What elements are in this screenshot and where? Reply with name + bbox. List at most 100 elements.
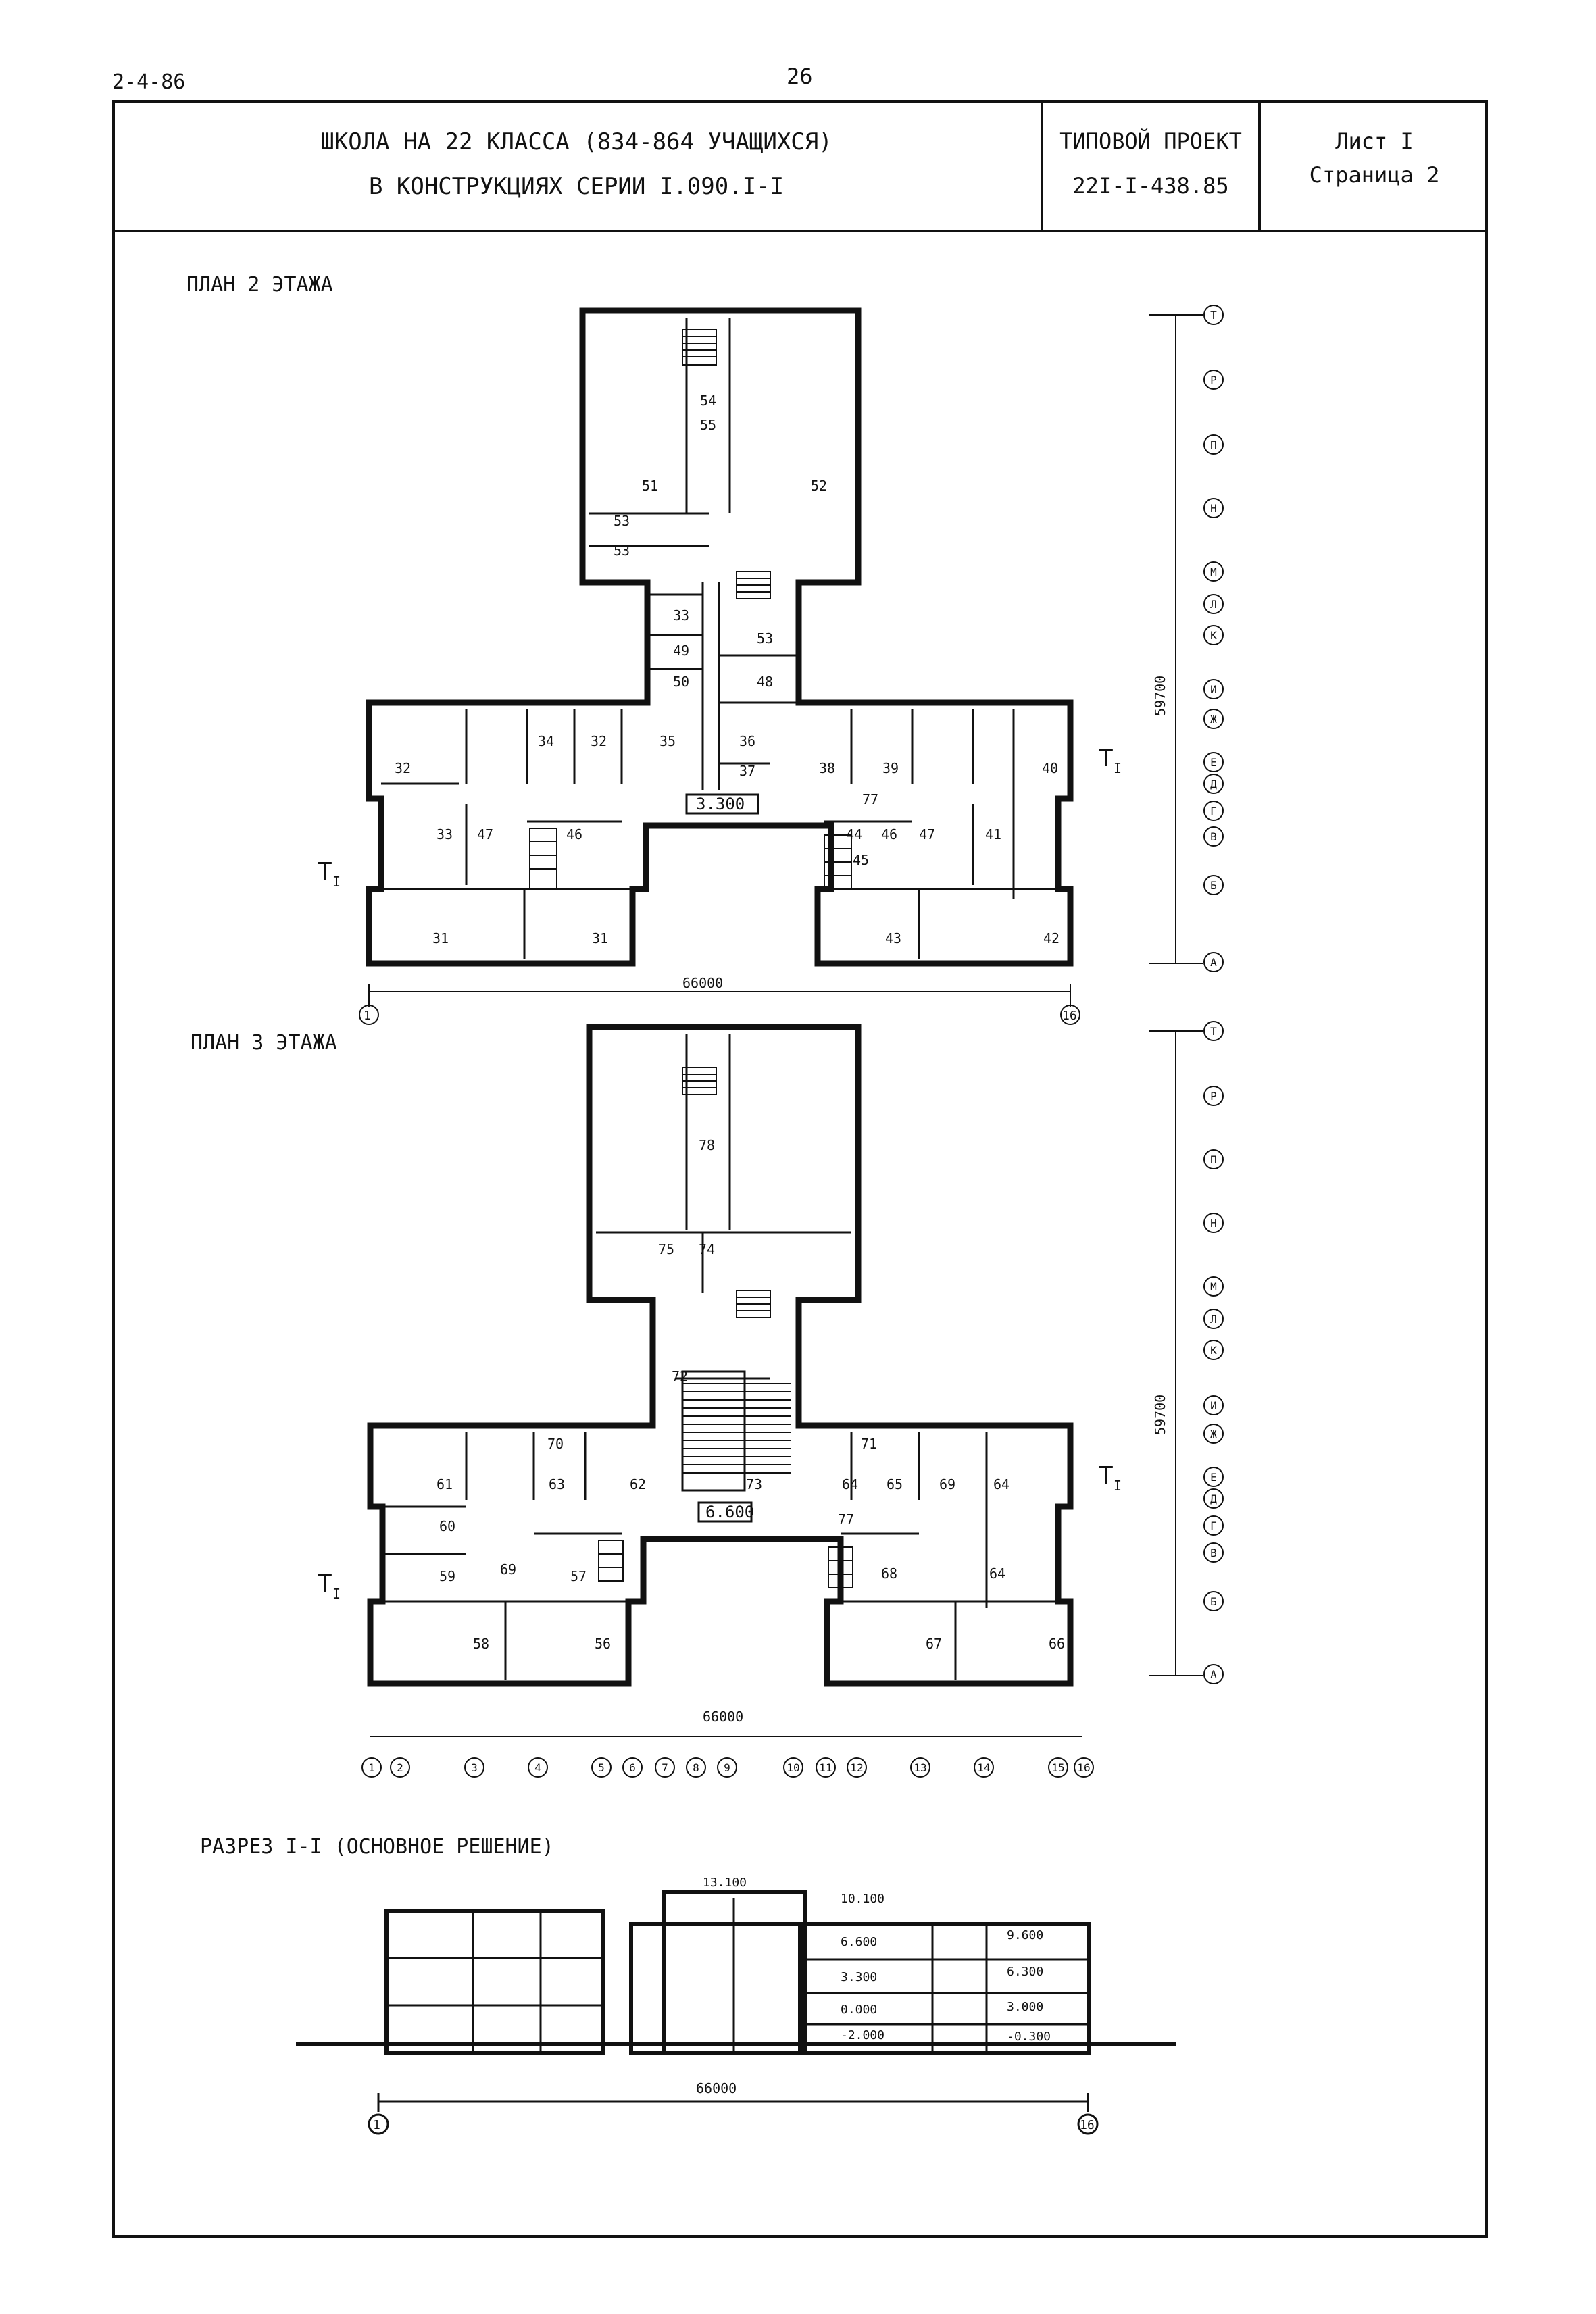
axis-letter: К	[1210, 1344, 1217, 1357]
axis-number: 5	[598, 1761, 605, 1774]
axis-letter-bubble	[1203, 1395, 1224, 1415]
room-label: 70	[547, 1436, 564, 1452]
room-label: 37	[739, 763, 755, 779]
section-level-mark: -2.000	[841, 2028, 884, 2042]
axis-letter: Г	[1210, 1519, 1217, 1532]
axis-letter-bubble	[1203, 1515, 1224, 1536]
axis-letter: Ж	[1210, 1428, 1217, 1440]
room-label: 59	[439, 1568, 455, 1584]
room-label: 44	[846, 826, 862, 842]
axis-letter: К	[1210, 629, 1217, 642]
page-label: Страница 2	[1309, 162, 1440, 188]
section-level-mark: 3.300	[841, 1970, 877, 1984]
axis-number-bubble	[390, 1757, 410, 1778]
room-label: 36	[739, 733, 755, 749]
title-block: ШКОЛА НА 22 КЛАССА (834-864 УЧАЩИХСЯ) В …	[112, 100, 1488, 232]
sheet-label: Лист I	[1335, 128, 1414, 154]
axis-letter: В	[1210, 830, 1217, 843]
axis-letter: Л	[1210, 1313, 1217, 1326]
section-mark: T	[318, 858, 332, 886]
section-mark-number: I	[332, 1586, 341, 1602]
project-number: 22I-I-438.85	[1072, 173, 1229, 199]
section-level-mark: 13.100	[703, 1876, 747, 1890]
axis-letter: П	[1210, 1153, 1217, 1166]
axis-number: 2	[397, 1761, 403, 1774]
axis-number: 16	[1077, 1761, 1090, 1774]
room-label: 63	[549, 1476, 565, 1492]
room-label: 46	[881, 826, 897, 842]
axis-letter-bubble	[1203, 1309, 1224, 1329]
axis-number-bubble	[686, 1757, 706, 1778]
room-label: 68	[881, 1565, 897, 1582]
axis-letter: Б	[1210, 1595, 1217, 1608]
title-line-2: В КОНСТРУКЦИЯХ СЕРИИ I.090.I-I	[368, 173, 784, 200]
axis-letter-bubble	[1203, 1086, 1224, 1106]
room-label: 60	[439, 1518, 455, 1534]
axis-number-bubble	[361, 1757, 382, 1778]
section-level-mark: 6.600	[841, 1935, 877, 1949]
axis-number-bubble	[591, 1757, 612, 1778]
axis-letter-bubble	[1203, 679, 1224, 699]
room-label: 51	[642, 478, 658, 494]
axis-number: 10	[787, 1761, 799, 1774]
room-label: 39	[882, 760, 899, 776]
room-label: 72	[672, 1368, 688, 1384]
room-label: 74	[699, 1241, 715, 1257]
room-label: 53	[614, 543, 630, 559]
axis-letter-bubble	[1203, 1276, 1224, 1297]
room-label: 69	[500, 1561, 516, 1578]
axis-number-bubble	[528, 1757, 548, 1778]
axis-letter: И	[1210, 1399, 1217, 1412]
axis-number-bubble	[1074, 1757, 1094, 1778]
axis-letter: Д	[1210, 778, 1217, 790]
page-number: 26	[787, 64, 813, 89]
section-level-mark: 10.100	[841, 1892, 884, 1906]
room-label: 31	[592, 930, 608, 947]
axis-number-bubble	[783, 1757, 803, 1778]
room-label: 64	[989, 1565, 1005, 1582]
plan-depth-dimension: 59700	[1152, 1394, 1168, 1435]
section-mark: T	[1099, 1462, 1114, 1490]
plan-width-dimension: 66000	[703, 1709, 743, 1725]
room-label: 47	[919, 826, 935, 842]
axis-number: 8	[693, 1761, 699, 1774]
section-level-mark: 9.600	[1007, 1928, 1043, 1942]
axis-letter-bubble	[1203, 434, 1224, 455]
axis-number: 12	[850, 1761, 863, 1774]
axis-letter: Д	[1210, 1492, 1217, 1505]
section-mark: T	[318, 1570, 332, 1598]
axis-letter: Т	[1210, 1025, 1217, 1038]
room-label: 67	[926, 1636, 942, 1652]
axis-letter-bubble	[1203, 1467, 1224, 1487]
section-title: РАЗРЕЗ I-I (ОСНОВНОЕ РЕШЕНИЕ)	[200, 1835, 554, 1859]
axis-number-bubble	[847, 1757, 867, 1778]
axis-letter-bubble	[1203, 1213, 1224, 1233]
axis-letter: Б	[1210, 879, 1217, 892]
section-level-mark: 0.000	[841, 2003, 877, 2017]
section-mark: T	[1099, 745, 1114, 772]
room-label: 53	[614, 513, 630, 529]
axis-letter-bubble	[1203, 498, 1224, 518]
room-label: 34	[538, 733, 554, 749]
axis-number: 9	[724, 1761, 730, 1774]
room-label: 69	[939, 1476, 955, 1492]
axis-letter-bubble	[1203, 709, 1224, 729]
plan-depth-dimension: 59700	[1152, 676, 1168, 716]
room-label: 50	[673, 674, 689, 690]
room-label: 45	[853, 852, 869, 868]
axis-number-bubble	[717, 1757, 737, 1778]
room-label: 33	[673, 607, 689, 624]
axis-letter-bubble	[1203, 1591, 1224, 1611]
room-label: 33	[437, 826, 453, 842]
room-label: 56	[595, 1636, 611, 1652]
axis-letter-bubble	[1203, 1542, 1224, 1563]
room-label: 43	[885, 930, 901, 947]
room-label: 66	[1049, 1636, 1065, 1652]
room-label: 42	[1043, 930, 1059, 947]
room-label: 75	[658, 1241, 674, 1257]
axis-number-bubble	[910, 1757, 930, 1778]
